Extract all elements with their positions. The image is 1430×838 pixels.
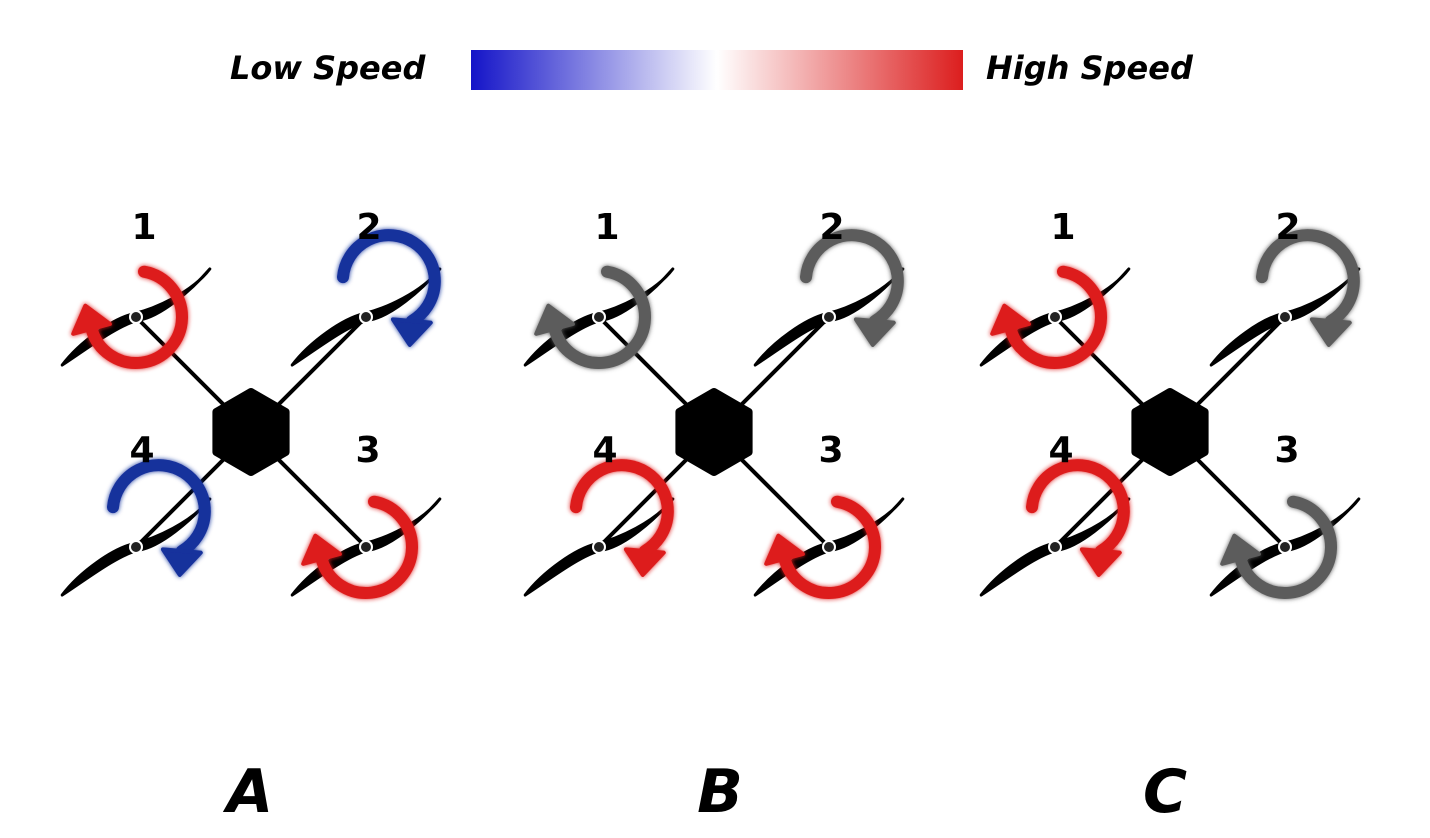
- motor-4: [1026, 459, 1130, 577]
- motor-4: [570, 459, 674, 577]
- rotation-ring: [1256, 229, 1360, 328]
- motor-hub: [1278, 540, 1292, 554]
- motor-number-label: 3: [818, 430, 843, 471]
- motor-number-label: 2: [356, 207, 381, 248]
- motor-hub: [1048, 540, 1062, 554]
- motor-number-label: 1: [131, 207, 156, 248]
- motor-number-label: 4: [1048, 430, 1073, 471]
- rotation-arrowhead-icon: [301, 533, 342, 566]
- rotation-ring: [315, 495, 418, 599]
- rotation-arrowhead-icon: [71, 303, 112, 336]
- motor-number-label: 3: [355, 430, 380, 471]
- motor-hub: [592, 540, 606, 554]
- motor-number-label: 4: [129, 430, 154, 471]
- quadcopter-body: [212, 388, 290, 476]
- rotation-arrowhead-icon: [853, 317, 896, 347]
- panel-label: C: [1143, 757, 1187, 827]
- rotation-arrowhead-icon: [1309, 317, 1352, 347]
- motor-4: [107, 459, 211, 577]
- motor-number-label: 4: [592, 430, 617, 471]
- quadcopter-panel-c: 1 2 3 4C: [979, 207, 1361, 827]
- motor-hub: [822, 540, 836, 554]
- legend-low-speed-label: Low Speed: [230, 49, 426, 87]
- quadcopter-body: [675, 388, 753, 476]
- motor-1: [71, 265, 188, 369]
- speed-color-scale: [471, 50, 963, 90]
- motor-number-label: 1: [594, 207, 619, 248]
- rotation-arrowhead-icon: [1079, 547, 1122, 577]
- motor-1: [990, 265, 1107, 369]
- motor-2: [800, 229, 904, 347]
- motor-hub: [822, 310, 836, 324]
- motor-3: [1220, 495, 1337, 599]
- rotation-ring: [1004, 265, 1107, 369]
- legend-high-speed-label: High Speed: [986, 49, 1193, 87]
- motor-number-label: 3: [1274, 430, 1299, 471]
- rotation-arrowhead-icon: [390, 317, 433, 347]
- rotation-arrowhead-icon: [160, 547, 203, 577]
- motor-hub: [129, 310, 143, 324]
- rotation-ring: [800, 229, 904, 328]
- panel-label: B: [697, 757, 743, 827]
- motor-number-label: 2: [1275, 207, 1300, 248]
- rotation-arrowhead-icon: [764, 533, 805, 566]
- rotation-ring: [570, 459, 674, 558]
- motor-2: [1256, 229, 1360, 347]
- quadcopter-panel-b: 1 2 3 4B: [523, 207, 905, 827]
- motor-number-label: 1: [1050, 207, 1075, 248]
- motor-1: [534, 265, 651, 369]
- motor-hub: [359, 540, 373, 554]
- motor-3: [764, 495, 881, 599]
- motor-hub: [1048, 310, 1062, 324]
- rotation-arrowhead-icon: [623, 547, 666, 577]
- motor-3: [301, 495, 418, 599]
- motor-hub: [1278, 310, 1292, 324]
- quadcopter-body: [1131, 388, 1209, 476]
- panel-label: A: [223, 757, 273, 827]
- rotation-ring: [107, 459, 211, 558]
- motor-hub: [359, 310, 373, 324]
- quadcopter-panel-a: 1 2 3 4A: [60, 207, 442, 827]
- rotation-ring: [1026, 459, 1130, 558]
- motor-hub: [592, 310, 606, 324]
- rotation-arrowhead-icon: [990, 303, 1031, 336]
- rotation-ring: [548, 265, 651, 369]
- rotation-ring: [85, 265, 188, 369]
- motor-2: [337, 229, 441, 347]
- rotation-arrowhead-icon: [1220, 533, 1261, 566]
- rotation-ring: [778, 495, 881, 599]
- rotation-arrowhead-icon: [534, 303, 575, 336]
- motor-hub: [129, 540, 143, 554]
- motor-number-label: 2: [819, 207, 844, 248]
- rotation-ring: [337, 229, 441, 328]
- rotation-ring: [1234, 495, 1337, 599]
